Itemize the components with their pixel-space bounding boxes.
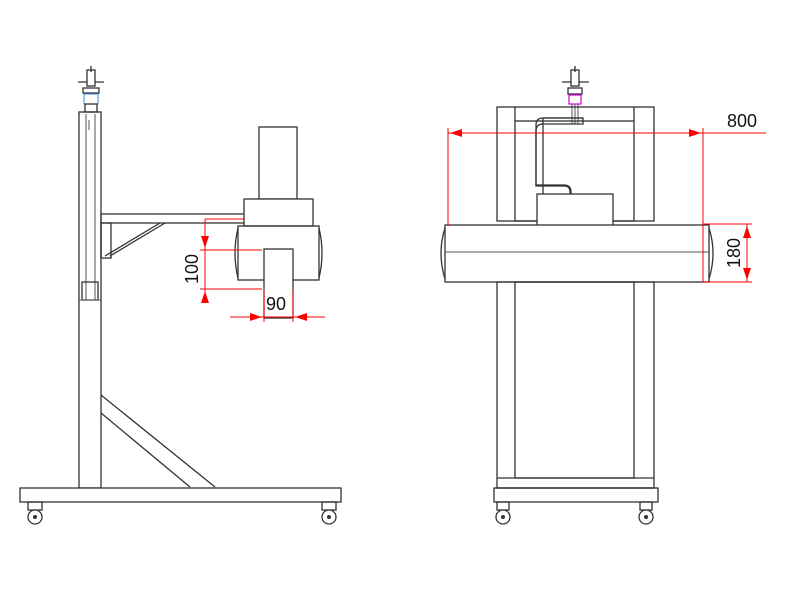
dimension-90-label: 90 [266, 294, 286, 314]
front-view: 800 180 [440, 66, 766, 525]
front-sealing-head [535, 117, 614, 227]
front-lower-frame [496, 281, 655, 489]
dimension-800-label: 800 [727, 111, 757, 131]
front-crossbar [440, 224, 714, 283]
side-column [78, 111, 102, 489]
dimension-90: 90 [230, 290, 325, 322]
side-view: 100 90 [19, 66, 342, 525]
side-diagonal-brace [100, 394, 216, 488]
dimension-800: 800 [447, 111, 766, 282]
front-handwheel [562, 66, 589, 124]
front-wheels [493, 487, 659, 525]
side-handwheel [78, 66, 104, 113]
side-base [19, 487, 342, 525]
side-arm [100, 213, 248, 259]
dimension-100-label: 100 [182, 254, 202, 284]
dimension-100: 100 [182, 218, 262, 303]
dimension-180: 180 [703, 223, 752, 283]
side-sealing-head [234, 126, 323, 319]
dimension-180-label: 180 [724, 238, 744, 268]
